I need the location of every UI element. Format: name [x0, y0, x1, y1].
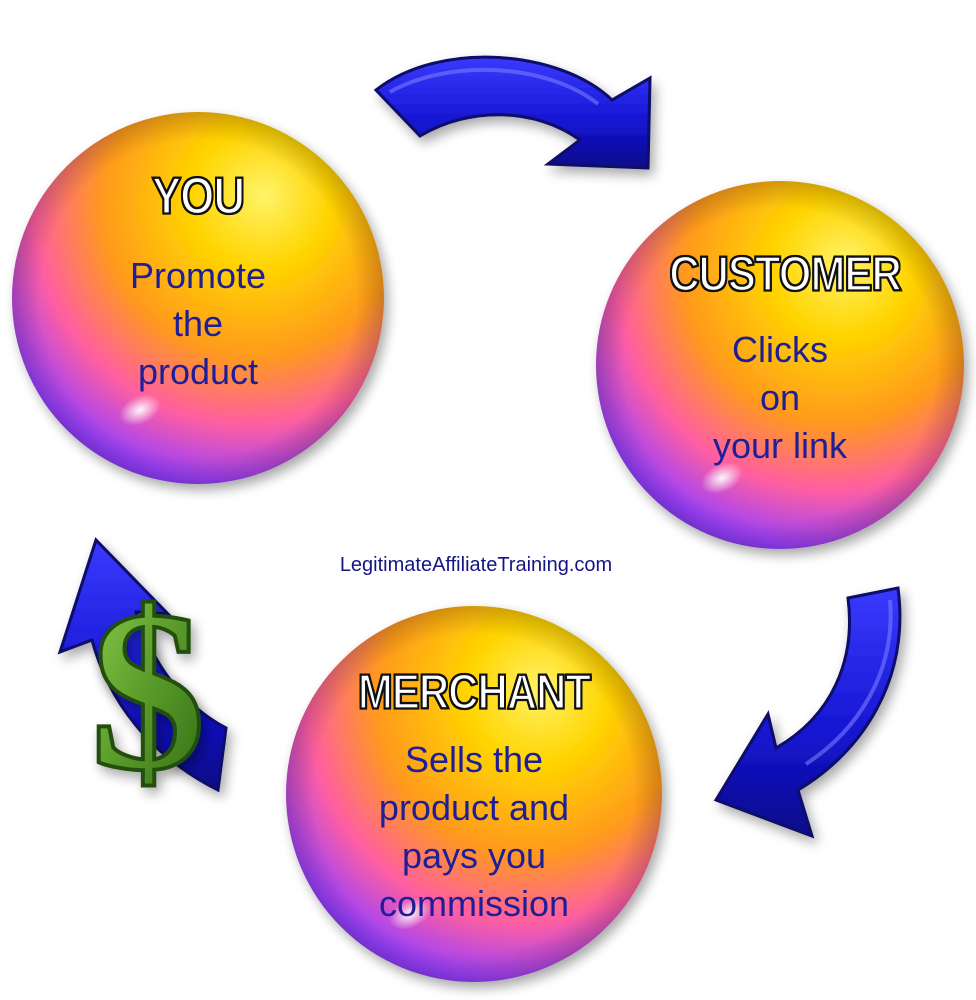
- node-line: product: [137, 351, 259, 392]
- dollar-icon: $: [89, 561, 208, 820]
- node-line: Clicks: [732, 329, 828, 370]
- node-body-merchant: Sells the product and pays you commissio…: [344, 736, 604, 928]
- ball-you: [12, 112, 384, 484]
- node-title-you: YOU: [151, 166, 246, 226]
- node-line: commission: [378, 883, 570, 924]
- node-line: on: [759, 377, 801, 418]
- node-line: the: [172, 303, 224, 344]
- node-title-merchant: MERCHANT: [357, 662, 592, 720]
- node-line: pays you: [401, 835, 547, 876]
- node-body-customer: Clicks on your link: [660, 326, 900, 470]
- ball-customer: [596, 181, 964, 549]
- node-title-customer: CUSTOMER: [668, 244, 903, 302]
- node-line: product and: [378, 787, 570, 828]
- source-label: LegitimateAffiliateTraining.com: [339, 554, 613, 576]
- node-body-you: Promote the product: [78, 252, 318, 396]
- arrow-merchant-to-you: [57, 537, 228, 793]
- svg-text:$: $: [91, 563, 206, 818]
- ball-merchant: [286, 606, 662, 982]
- node-line: Sells the: [404, 739, 544, 780]
- node-line: your link: [712, 425, 848, 466]
- node-line: Promote: [129, 255, 267, 296]
- arrow-you-to-customer: [373, 55, 652, 170]
- arrow-customer-to-merchant: [713, 586, 902, 839]
